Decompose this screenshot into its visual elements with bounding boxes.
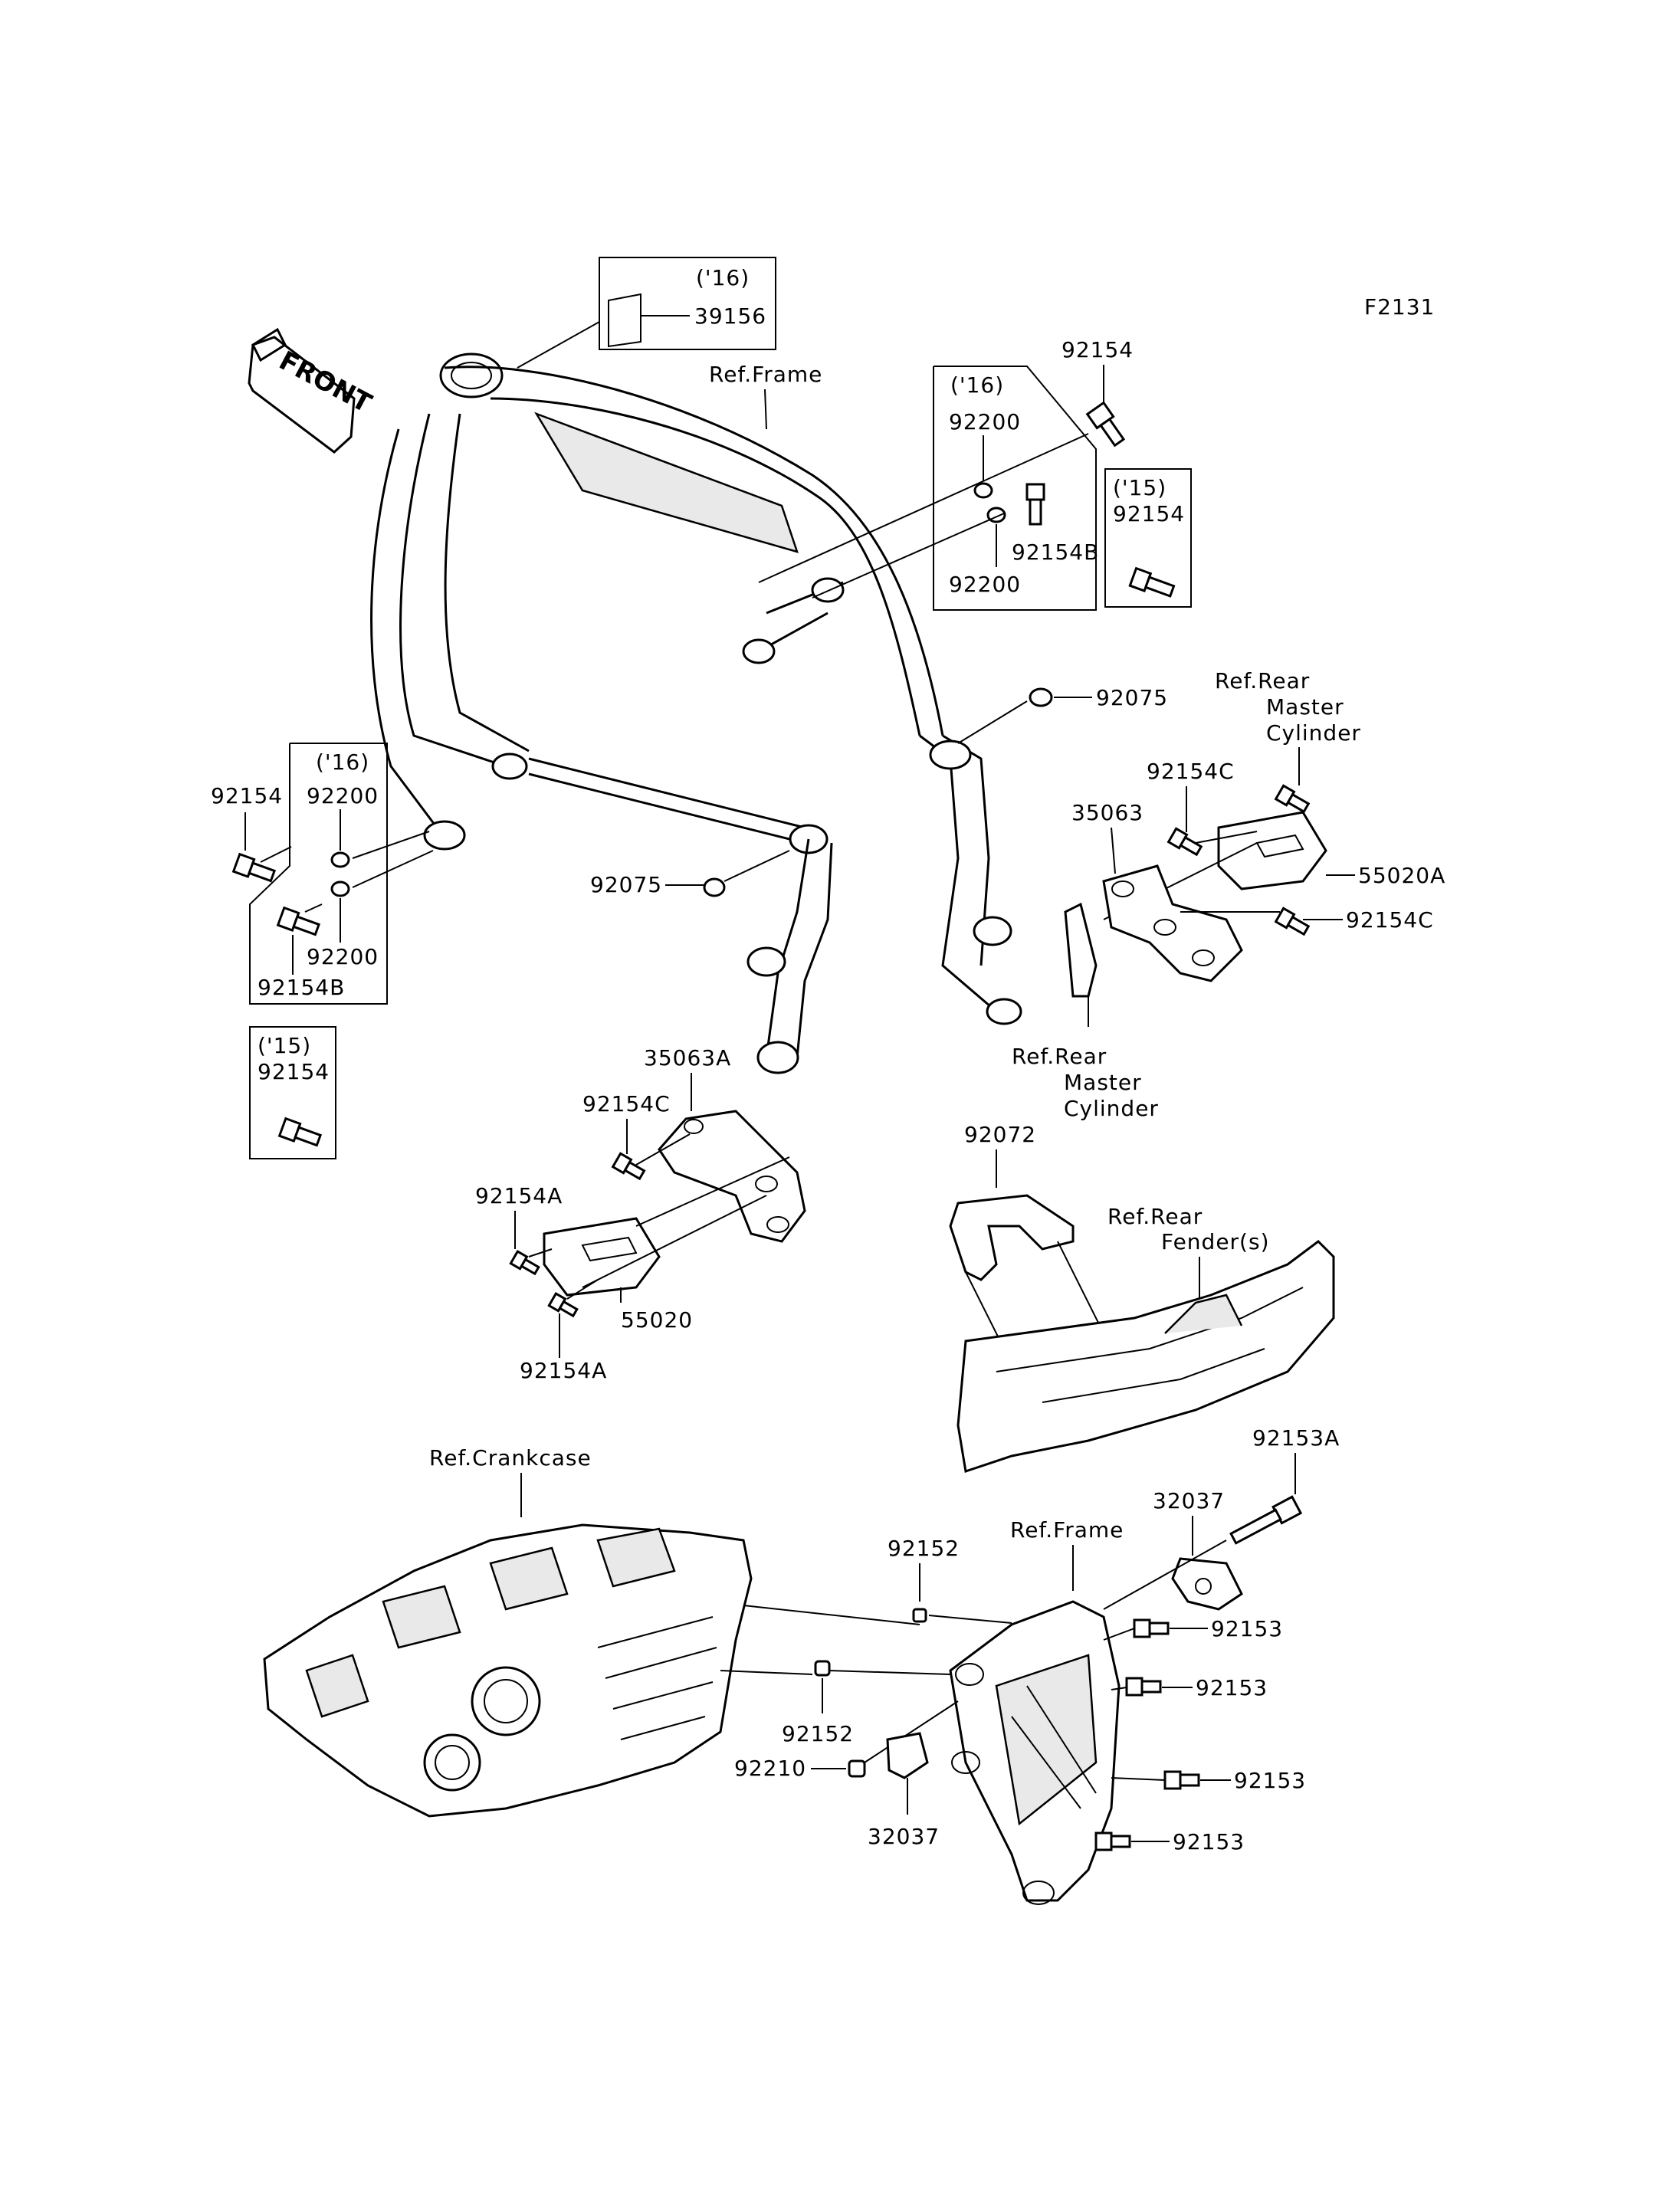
ref-rear-master-cylinder-bottom-2: Master <box>1064 1070 1142 1095</box>
part-92153-a: 92153 <box>1211 1616 1283 1641</box>
part-92154C-b: 92154C <box>1346 907 1434 933</box>
part-55020A: 55020A <box>1358 863 1445 888</box>
year-note-16-b: ('16) <box>950 372 1004 398</box>
part-92154C-a: 92154C <box>1147 759 1235 784</box>
part-92200-b: 92200 <box>949 572 1021 597</box>
part-32037-a: 32037 <box>1153 1488 1225 1513</box>
part-92075-a: 92075 <box>1096 685 1168 710</box>
grommet-icon <box>1029 687 1053 707</box>
part-92152-a: 92152 <box>888 1536 960 1561</box>
bolt-icon <box>611 1152 646 1181</box>
part-39156: 39156 <box>694 303 766 329</box>
ref-rear-master-cylinder-bottom-3: Cylinder <box>1064 1096 1159 1121</box>
grommet-icon <box>703 877 726 897</box>
part-92154-c: 92154 <box>258 1059 330 1084</box>
front-arrow-icon: FRONT <box>248 327 377 454</box>
label-box-top-16 <box>933 366 1097 611</box>
nut-icon <box>848 1759 866 1778</box>
master-cylinder-rod <box>1064 902 1098 998</box>
label-box-left-15 <box>249 1026 336 1159</box>
part-92153-d: 92153 <box>1173 1829 1245 1854</box>
bolt-icon <box>509 1250 540 1276</box>
washer-icon <box>330 880 350 897</box>
main-frame <box>370 353 1022 1074</box>
bolt-icon <box>1274 784 1311 814</box>
part-92200-c: 92200 <box>307 783 379 808</box>
bolt-icon <box>1125 1677 1162 1697</box>
rear-fender <box>956 1240 1335 1473</box>
part-92153-c: 92153 <box>1234 1768 1306 1793</box>
part-92153-b: 92153 <box>1196 1675 1268 1700</box>
bolt-icon <box>1128 566 1176 598</box>
mount-plate-32037-b <box>886 1732 929 1779</box>
label-box-39156 <box>599 257 776 350</box>
part-92154-b: 92154 <box>1113 501 1185 526</box>
ref-rear-master-cylinder-top-2: Master <box>1266 694 1344 720</box>
figure-code: F2131 <box>1364 294 1435 320</box>
bolt-icon <box>1085 401 1126 448</box>
ref-rear-fender-2: Fender(s) <box>1161 1229 1270 1254</box>
part-92200-d: 92200 <box>307 944 379 969</box>
part-92210: 92210 <box>734 1756 806 1781</box>
nut-icon <box>814 1660 831 1677</box>
bolt-icon <box>1094 1831 1131 1851</box>
bolt-icon <box>1166 827 1203 857</box>
mount-plate-32037-a <box>1171 1557 1243 1611</box>
label-box-top-15 <box>1104 468 1192 608</box>
part-92154C-c: 92154C <box>582 1091 671 1117</box>
part-92200-a: 92200 <box>949 409 1021 434</box>
bolt-icon <box>276 906 321 936</box>
footpeg-bracket-35063 <box>1102 864 1243 982</box>
label-box-left-16 <box>249 743 388 1005</box>
bolt-icon <box>547 1292 579 1318</box>
part-35063A: 35063A <box>644 1045 731 1071</box>
washer-icon <box>973 482 993 499</box>
year-note-15-a: ('15) <box>1113 475 1166 500</box>
part-92072: 92072 <box>964 1122 1036 1147</box>
washer-icon <box>330 851 350 868</box>
ref-rear-master-cylinder-top-3: Cylinder <box>1266 720 1361 746</box>
part-92152-b: 92152 <box>782 1721 854 1746</box>
part-92154B-a: 92154B <box>1012 539 1099 565</box>
footpeg-bracket-35063A <box>658 1110 806 1243</box>
nut-icon <box>912 1608 927 1623</box>
bolt-icon <box>1274 907 1311 936</box>
ref-frame-bottom: Ref.Frame <box>1010 1517 1124 1543</box>
part-92154B-b: 92154B <box>258 975 345 1000</box>
part-92154-top: 92154 <box>1061 337 1134 362</box>
bolt-icon <box>1163 1770 1200 1790</box>
part-92154A-b: 92154A <box>520 1358 607 1383</box>
bolt-icon <box>277 1117 323 1147</box>
ref-rear-fender-1: Ref.Rear <box>1107 1204 1203 1229</box>
part-92154A-a: 92154A <box>475 1183 563 1208</box>
part-92075-b: 92075 <box>590 872 662 897</box>
part-32037-b: 32037 <box>868 1824 940 1849</box>
front-arrow-label: FRONT <box>274 346 376 420</box>
bolt-icon <box>1025 483 1045 526</box>
bolt-icon <box>231 852 277 883</box>
year-note-16-a: ('16) <box>696 265 750 290</box>
bolt-icon <box>1133 1618 1170 1638</box>
ref-rear-master-cylinder-top-1: Ref.Rear <box>1215 668 1310 694</box>
heel-guard-55020 <box>543 1217 661 1297</box>
part-35063: 35063 <box>1071 800 1144 825</box>
ref-crankcase: Ref.Crankcase <box>429 1445 592 1471</box>
part-92154-left: 92154 <box>211 783 283 808</box>
year-note-16-c: ('16) <box>316 749 369 775</box>
year-note-15-b: ('15) <box>258 1033 311 1058</box>
part-55020: 55020 <box>621 1307 693 1333</box>
part-92153A: 92153A <box>1252 1425 1340 1451</box>
ref-rear-master-cylinder-bottom-1: Ref.Rear <box>1012 1044 1107 1069</box>
heel-guard-55020A <box>1217 811 1327 890</box>
long-bolt-icon <box>1229 1495 1303 1545</box>
ref-frame-top: Ref.Frame <box>709 362 822 387</box>
fender-bracket-92072 <box>949 1194 1075 1281</box>
